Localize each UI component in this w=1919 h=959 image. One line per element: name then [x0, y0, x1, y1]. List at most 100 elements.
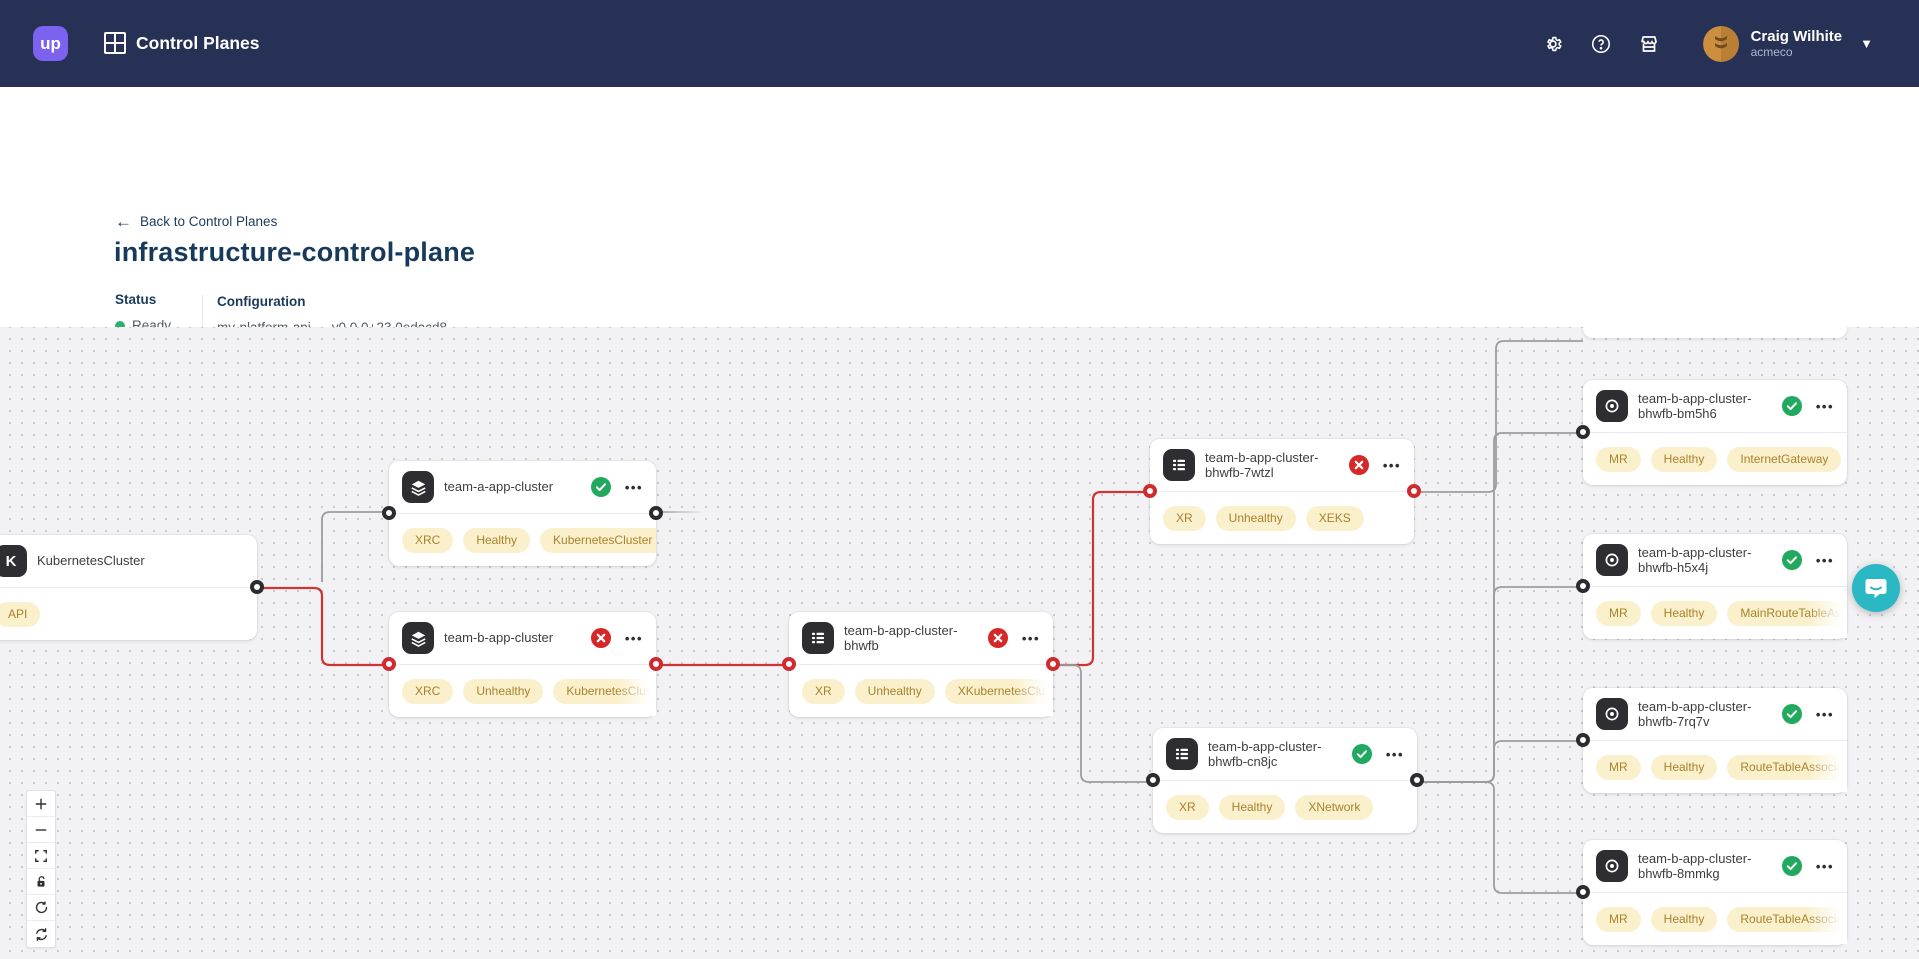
marketplace-icon[interactable] [1629, 24, 1669, 64]
right-connection-handle[interactable] [1407, 484, 1421, 498]
left-connection-handle[interactable] [1146, 773, 1160, 787]
layers-icon [402, 622, 434, 654]
badge-healthy: Healthy [1650, 906, 1718, 932]
more-menu-button[interactable]: ••• [1382, 457, 1401, 473]
zoom-in-button[interactable] [27, 791, 55, 817]
user-block[interactable]: Craig Wilhite acmeco [1751, 28, 1843, 59]
more-menu-button[interactable]: ••• [1815, 552, 1834, 568]
target-icon [1596, 390, 1628, 422]
badge-xr: XR [1163, 505, 1206, 531]
fit-view-button[interactable] [27, 843, 55, 869]
edge-cn8jc-to-bm5h6 [1417, 432, 1583, 783]
edge-7wtzl-to-partial-card [1414, 340, 1583, 493]
node-label: team-b-app-cluster-bhwfb-8mmkg [1638, 850, 1752, 882]
badge-xrc: XRC [402, 678, 454, 704]
zoom-out-button[interactable] [27, 817, 55, 843]
user-name: Craig Wilhite [1750, 28, 1843, 45]
help-icon[interactable] [1581, 24, 1621, 64]
left-connection-handle[interactable] [1143, 484, 1157, 498]
node-badges: API [0, 588, 257, 640]
upbound-logo[interactable]: up [33, 26, 68, 61]
more-menu-button[interactable]: ••• [1385, 746, 1404, 762]
healthy-status-icon [1781, 550, 1802, 570]
badge-healthy: Healthy [463, 527, 531, 553]
rotate-button[interactable] [27, 895, 55, 921]
left-connection-handle[interactable] [382, 657, 396, 671]
left-connection-handle[interactable] [782, 657, 796, 671]
healthy-status-icon [1781, 396, 1802, 416]
more-menu-button[interactable]: ••• [1815, 398, 1834, 414]
node-badges: MRHealthyRouteTableAssociation [1583, 893, 1847, 945]
lock-button[interactable] [27, 869, 55, 895]
target-icon [1596, 698, 1628, 730]
left-connection-handle[interactable] [1576, 733, 1590, 747]
left-connection-handle[interactable] [1576, 579, 1590, 593]
list-icon [802, 622, 834, 654]
node-divider [389, 664, 656, 665]
layers-icon [402, 471, 434, 503]
graph-node-partial-card-top[interactable] [1583, 327, 1847, 338]
edge-kubernetescluster-to-team-a-app-cluster [321, 511, 389, 582]
chat-bubble-button[interactable] [1852, 564, 1900, 612]
badge-mr: MR [1596, 600, 1641, 626]
more-menu-button[interactable]: ••• [1815, 858, 1834, 874]
left-connection-handle[interactable] [1576, 425, 1590, 439]
badge-mr: MR [1596, 906, 1641, 932]
target-icon [1596, 850, 1628, 882]
avatar[interactable] [1702, 25, 1739, 62]
back-arrow-icon: ← [115, 212, 132, 231]
unhealthy-status-icon [1348, 455, 1369, 475]
badge-xrc: XRC [402, 527, 454, 553]
node-divider [1583, 586, 1847, 587]
back-to-control-planes-link[interactable]: ← Back to Control Planes [115, 212, 278, 231]
badge-unhealthy: Unhealthy [463, 678, 544, 704]
node-label: team-b-app-cluster-bhwfb-bm5h6 [1638, 390, 1752, 422]
badge-unhealthy: Unhealthy [854, 678, 935, 704]
more-menu-button[interactable]: ••• [624, 630, 643, 646]
status-label: Status [115, 292, 157, 307]
right-connection-handle[interactable] [649, 657, 663, 671]
left-connection-handle[interactable] [382, 506, 396, 520]
right-connection-handle[interactable] [1046, 657, 1060, 671]
sync-button[interactable] [27, 921, 55, 947]
node-badges: MRHealthyRouteTableAssociation [1583, 741, 1847, 793]
settings-gear-icon[interactable] [1533, 24, 1573, 64]
right-connection-handle[interactable] [649, 506, 663, 520]
left-connection-handle[interactable] [1576, 885, 1590, 899]
more-menu-button[interactable]: ••• [624, 479, 643, 495]
more-menu-button[interactable]: ••• [1021, 630, 1040, 646]
badge-internetgateway: InternetGateway [1727, 446, 1842, 472]
right-connection-handle[interactable] [250, 580, 264, 594]
node-divider [789, 664, 1053, 665]
list-icon [1163, 449, 1195, 481]
chevron-down-icon[interactable]: ▼ [1860, 36, 1873, 51]
edge-cn8jc-to-h5x4j [1417, 586, 1583, 783]
badge-truncation-fade [1807, 894, 1847, 944]
node-label: team-b-app-cluster-bhwfb-7wtzl [1205, 449, 1319, 481]
node-divider [0, 587, 257, 588]
more-menu-button[interactable]: ••• [1815, 706, 1834, 722]
right-connection-handle[interactable] [1410, 773, 1424, 787]
badge-truncation-fade [1807, 742, 1847, 792]
node-divider [1150, 491, 1414, 492]
node-badges: MRHealthyMainRouteTableAssociation [1583, 587, 1847, 639]
graph-node-team-b-app-cluster-bhwfb-8mmkg[interactable]: team-b-app-cluster-bhwfb-8mmkg ••• MR Hea… [1576, 840, 1847, 945]
configuration-label: Configuration [217, 294, 306, 309]
status-ready-dot [115, 320, 125, 331]
resource-graph-canvas[interactable]: K KubernetesCluster API team-a-app-clust… [0, 327, 1919, 959]
graph-node-kubernetescluster[interactable]: K KubernetesCluster API [0, 535, 264, 640]
node-label: KubernetesCluster [37, 553, 145, 569]
